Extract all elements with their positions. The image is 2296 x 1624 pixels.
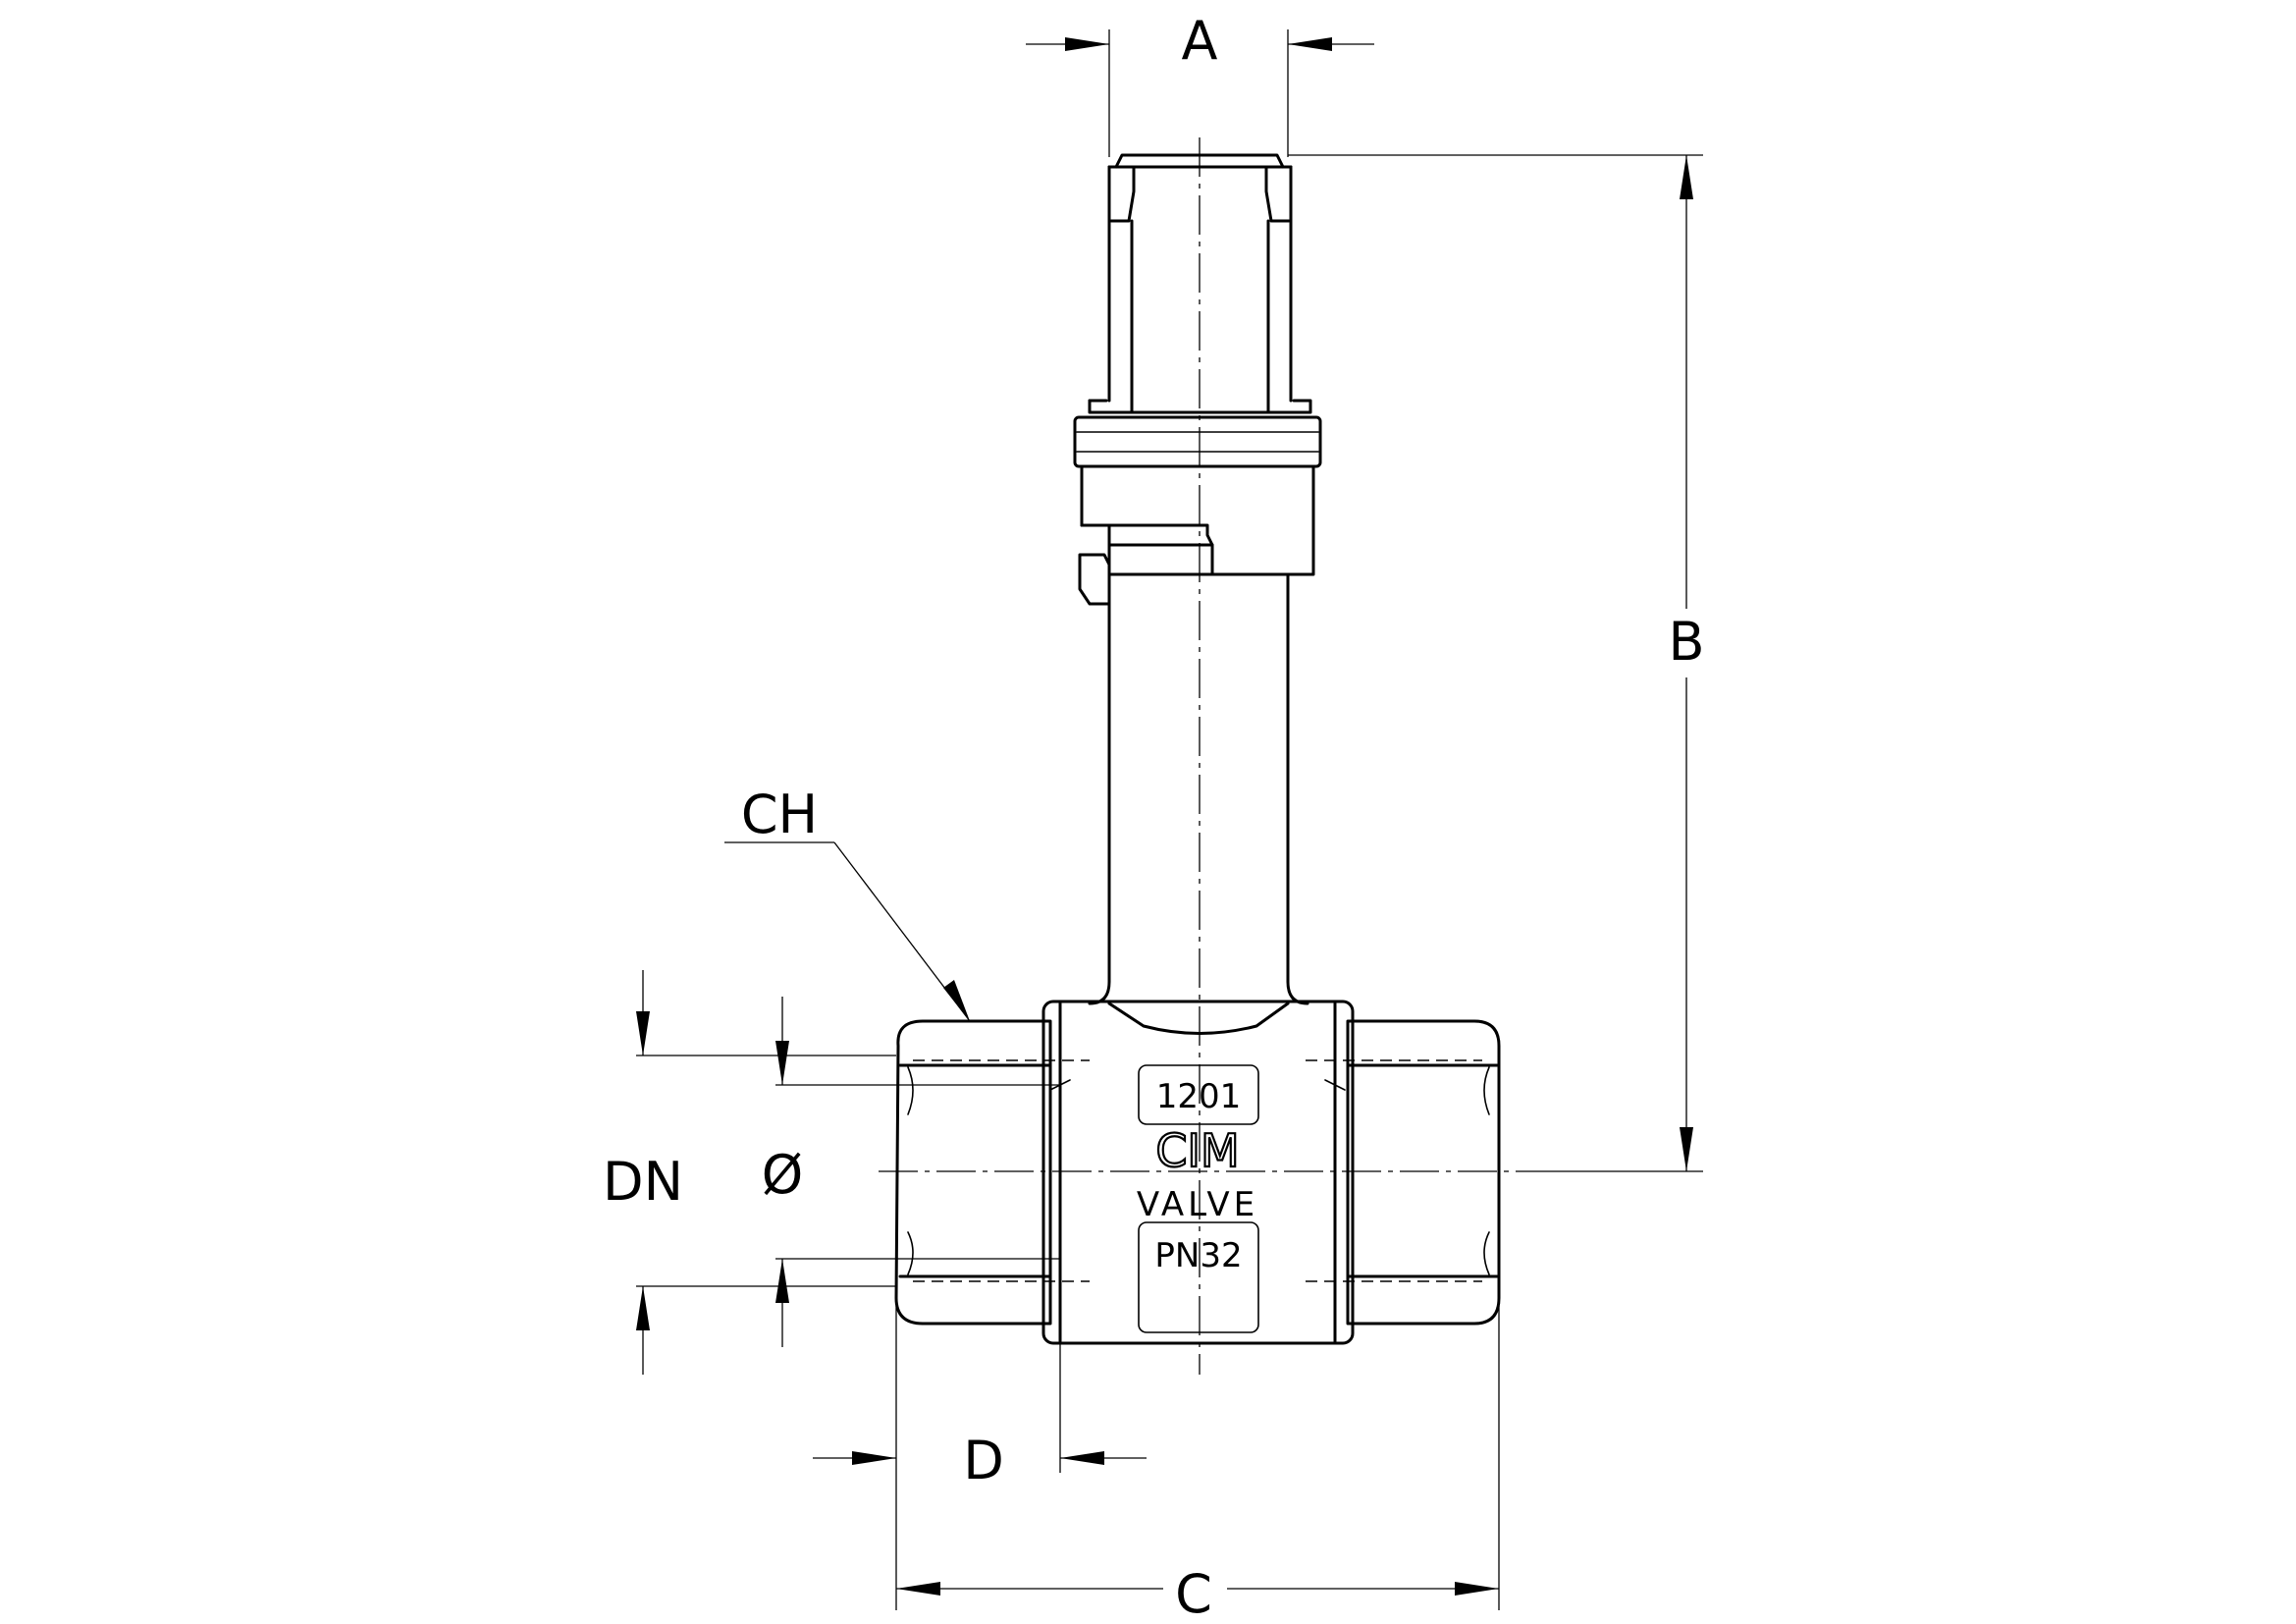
marking-code: 1201	[1156, 1077, 1242, 1116]
dimension-b: B	[1288, 154, 1705, 1172]
label-c: C	[1175, 1563, 1212, 1624]
marking-pressure: PN32	[1154, 1236, 1242, 1275]
label-dn: DN	[603, 1151, 683, 1213]
actuator-head	[1073, 153, 1322, 611]
marking-valve: VALVE	[1137, 1185, 1258, 1224]
label-a: A	[1182, 10, 1218, 72]
body-markings: 1201 CIM VALVE PN32	[1137, 1077, 1258, 1275]
dimension-a: A	[1026, 10, 1374, 157]
label-diameter: Ø	[762, 1144, 804, 1206]
ch-leader: CH	[724, 784, 971, 1022]
dimension-d: D	[813, 1341, 1147, 1491]
label-d: D	[963, 1430, 1004, 1491]
dimension-diameter: Ø	[762, 997, 1060, 1347]
marking-brand-logo: CIM	[1155, 1124, 1239, 1177]
extension-stem	[1088, 572, 1309, 1035]
dimension-dn: DN	[603, 970, 896, 1375]
dimension-c: C	[895, 1306, 1500, 1624]
valve-body	[894, 1000, 1501, 1345]
label-ch: CH	[741, 784, 818, 845]
label-b: B	[1668, 611, 1704, 673]
